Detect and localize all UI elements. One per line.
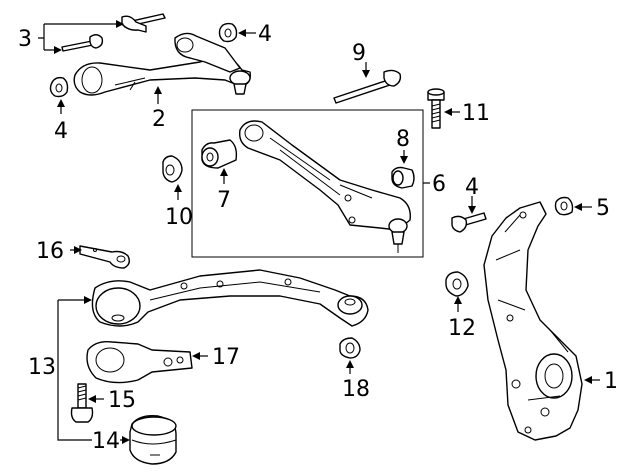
part-13-nut (445, 271, 469, 297)
callout-3: 3 (18, 27, 32, 52)
callout-8: 7 (217, 188, 231, 213)
callout-12: 11 (462, 101, 490, 126)
part-3-bolts (61, 13, 166, 52)
part-16-bolt (70, 383, 94, 423)
part-4-nut-top (218, 22, 238, 43)
part-7-control-arm (238, 120, 411, 253)
callout-11: 10 (165, 205, 193, 230)
part-5-bolt (451, 212, 487, 233)
part-10-bolt (333, 69, 402, 104)
callout-3-bracket (38, 23, 118, 51)
part-9-bushing (391, 166, 415, 189)
part-18-bracket (86, 340, 193, 384)
part-12-bolt (427, 88, 445, 129)
callout-16: 15 (108, 388, 136, 413)
callout-2: 2 (152, 107, 166, 132)
callout-6: 5 (596, 196, 610, 221)
part-1-knuckle (483, 201, 583, 441)
callout-9: 8 (396, 127, 410, 152)
callout-10: 9 (352, 41, 366, 66)
callout-4-top: 4 (258, 22, 272, 47)
part-8-bushing (201, 139, 238, 169)
part-15-bushing (129, 414, 177, 465)
callout-19: 18 (342, 377, 370, 402)
callout-13: 12 (448, 316, 476, 341)
part-2-upper-arm (73, 32, 251, 96)
callout-5: 4 (465, 175, 479, 200)
part-4-nut-left (49, 76, 69, 98)
callout-7: 6 (432, 172, 446, 197)
callout-1: 1 (604, 369, 618, 394)
part-17-link (79, 245, 131, 269)
callout-4-left: 4 (54, 119, 68, 144)
callout-18: 17 (212, 345, 240, 370)
callout-17: 16 (36, 239, 64, 264)
part-19-nut (339, 337, 361, 359)
callout-14-bracket (57, 299, 92, 441)
callout-15: 14 (92, 429, 120, 454)
part-6-nut (554, 196, 574, 216)
part-14-lower-arm (91, 269, 369, 327)
callout-14: 13 (28, 355, 56, 380)
part-11-nut (162, 155, 183, 183)
assembly-7-box (191, 109, 424, 258)
